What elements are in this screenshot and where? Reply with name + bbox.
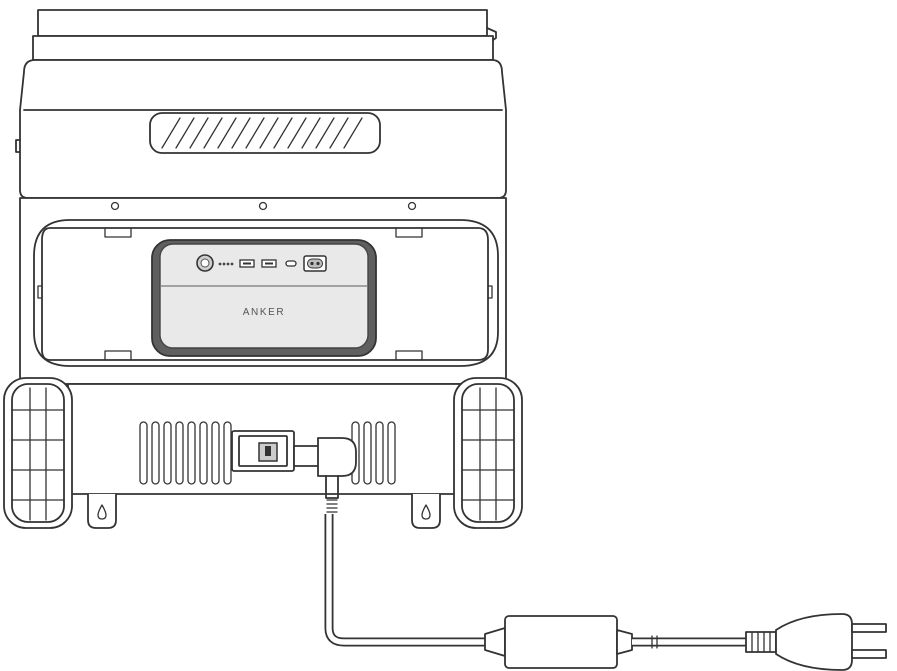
vent-slot bbox=[375, 421, 384, 485]
vent-slot bbox=[187, 421, 196, 485]
vent-slot bbox=[387, 421, 396, 485]
mounting-foot-left bbox=[87, 493, 117, 529]
ac-outlet-icon bbox=[303, 255, 327, 272]
ac-input-socket bbox=[231, 430, 295, 472]
power-switch[interactable] bbox=[258, 442, 278, 462]
usb-a-port-icon bbox=[261, 259, 277, 268]
vent-slot bbox=[363, 421, 372, 485]
vent-slot bbox=[211, 421, 220, 485]
wheel-left bbox=[3, 377, 73, 529]
usb-a-port-icon bbox=[239, 259, 255, 268]
adapter-cable bbox=[616, 629, 746, 655]
vent-slot bbox=[199, 421, 208, 485]
brand-logo-text: ANKER bbox=[243, 307, 285, 318]
vent-slot bbox=[223, 421, 232, 485]
vent-slot bbox=[163, 421, 172, 485]
battery-led-icon bbox=[218, 262, 234, 266]
vent-slot bbox=[151, 421, 160, 485]
power-button-icon[interactable] bbox=[196, 254, 214, 272]
usb-c-port-icon bbox=[285, 260, 297, 267]
port-panel bbox=[196, 254, 327, 272]
vent-slot bbox=[139, 421, 148, 485]
vent-slot bbox=[175, 421, 184, 485]
wheel-right bbox=[453, 377, 523, 529]
power-adapter-brick bbox=[504, 615, 618, 669]
wall-plug bbox=[745, 613, 887, 671]
power-station: ANKER bbox=[151, 239, 377, 357]
cooler-lid bbox=[32, 9, 497, 61]
top-vent bbox=[149, 112, 381, 154]
mounting-foot-right bbox=[411, 493, 441, 529]
